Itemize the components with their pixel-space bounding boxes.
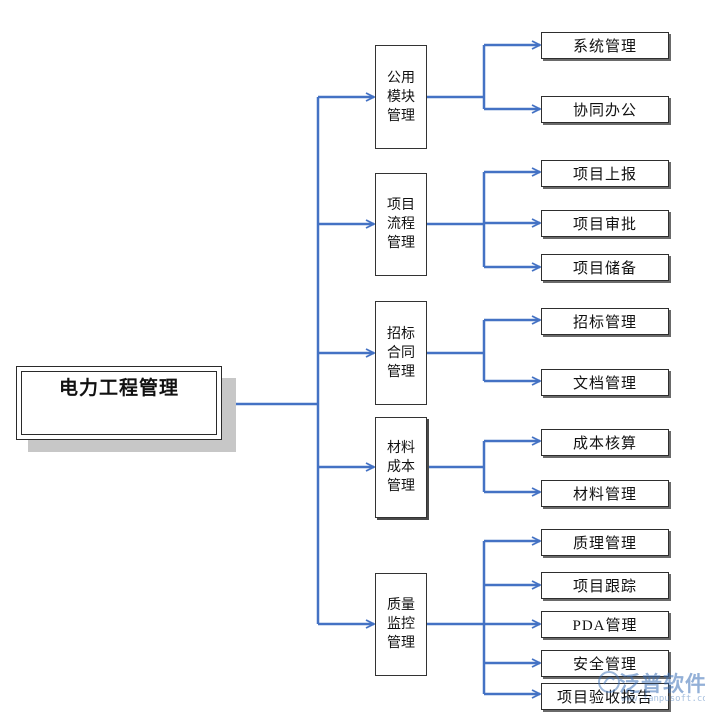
watermark: 泛普软件 www.fanpusoft.com	[597, 668, 705, 708]
leaf-label: 材料管理	[572, 485, 637, 503]
leaf-node: 项目审批	[541, 210, 669, 237]
module-label: 质量监控管理	[387, 597, 415, 651]
leaf-label: 项目储备	[572, 259, 637, 277]
module-node: 质量监控管理	[375, 573, 427, 676]
watermark-text: 泛普软件	[619, 672, 705, 696]
leaf-label: 文档管理	[572, 374, 637, 392]
leaf-node: 项目储备	[541, 254, 669, 281]
module-node: 材料成本管理	[375, 417, 427, 518]
leaf-label: 项目跟踪	[572, 577, 637, 595]
module-label: 招标合同管理	[387, 325, 415, 380]
leaf-label: 项目验收报告	[556, 688, 653, 706]
leaf-label: 项目上报	[572, 165, 637, 183]
module-node: 公用模块管理	[375, 45, 427, 149]
leaf-node: 质理管理	[541, 529, 669, 556]
module-node: 项目流程管理	[375, 173, 427, 276]
leaf-node: 项目跟踪	[541, 572, 669, 599]
leaf-node: 项目上报	[541, 160, 669, 187]
leaf-label: 质理管理	[572, 534, 637, 552]
leaf-node: 系统管理	[541, 32, 669, 59]
watermark-url: www.fanpusoft.com	[621, 694, 705, 704]
leaf-label: 成本核算	[572, 434, 637, 452]
leaf-node: 材料管理	[541, 480, 669, 507]
root-title: 电力工程管理	[58, 377, 179, 399]
root-node: 电力工程管理	[16, 366, 222, 440]
leaf-label: 安全管理	[572, 655, 637, 673]
leaf-label: PDA管理	[572, 618, 638, 634]
leaf-node: 项目验收报告	[541, 683, 669, 710]
module-node: 招标合同管理	[375, 301, 427, 405]
leaf-node: 文档管理	[541, 369, 669, 396]
module-label: 公用模块管理	[387, 69, 415, 124]
leaf-label: 系统管理	[572, 37, 637, 55]
leaf-node: 招标管理	[541, 308, 669, 335]
module-label: 材料成本管理	[387, 440, 415, 494]
leaf-node: PDA管理	[541, 611, 669, 638]
root-inner-border	[21, 371, 217, 435]
leaf-node: 协同办公	[541, 96, 669, 123]
module-label: 项目流程管理	[387, 197, 415, 251]
leaf-label: 项目审批	[572, 215, 637, 233]
leaf-label: 招标管理	[572, 313, 637, 331]
leaf-node: 成本核算	[541, 429, 669, 456]
leaf-label: 协同办公	[572, 101, 637, 119]
watermark-logo-icon	[598, 671, 620, 693]
